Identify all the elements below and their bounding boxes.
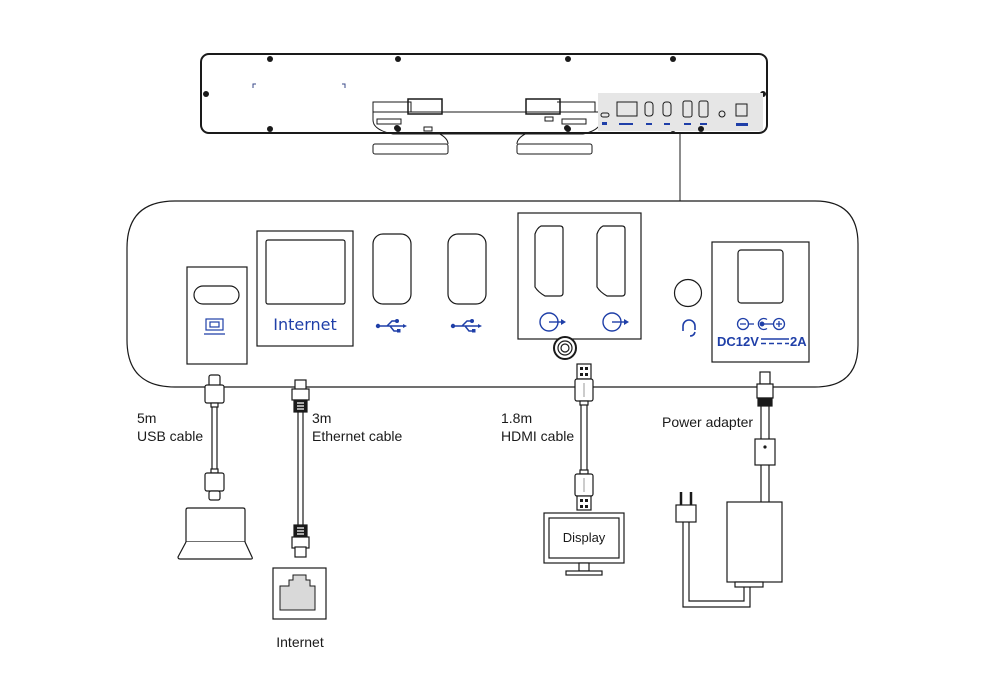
port-panel: Internet: [126, 200, 859, 388]
hdmi-cable: [574, 363, 594, 511]
hdmi-locking-screw: [553, 336, 577, 360]
laptop-icon: [204, 318, 225, 335]
usb-cable-length: 5m: [137, 410, 156, 426]
usb-a-port-2[interactable]: [447, 233, 487, 333]
video-out-icon: [602, 312, 629, 332]
video-out-icon: [539, 312, 566, 332]
usb-a-port-1[interactable]: [372, 233, 412, 333]
power-adapter-label: Power adapter: [662, 414, 753, 430]
ethernet-cable-length: 3m: [312, 410, 331, 426]
usb-cable: [204, 374, 225, 501]
internet-label: Internet: [276, 634, 324, 650]
audio-jack[interactable]: [673, 278, 703, 337]
power-rating-label: DC12V: [717, 334, 759, 349]
ethernet-cable: [291, 379, 310, 558]
video-bar: [200, 53, 768, 155]
hdmi-port-1[interactable]: [534, 225, 566, 332]
power-current-label: 2A: [790, 334, 807, 349]
display-label: Display: [563, 530, 606, 545]
hdmi-cable-length: 1.8m: [501, 410, 532, 426]
mini-port-labels: [602, 122, 748, 126]
ethernet-port-label: Internet: [273, 315, 337, 334]
mini-ports: [600, 100, 748, 118]
hdmi-cable-label: HDMI cable: [501, 428, 574, 444]
headset-icon: [682, 319, 696, 337]
dc-symbol: [761, 338, 789, 345]
power-port[interactable]: DC12V 2A: [711, 241, 810, 363]
hdmi-ports: [517, 212, 642, 360]
polarity-icon: [736, 317, 786, 331]
ethernet-port[interactable]: Internet: [256, 230, 354, 347]
usb-icon: [375, 319, 407, 333]
hdmi-port-2[interactable]: [596, 225, 629, 332]
usb-icon: [450, 319, 482, 333]
display-icon: [543, 512, 625, 576]
ethernet-cable-label: Ethernet cable: [312, 428, 402, 444]
laptop-icon: [177, 507, 253, 560]
usb-cable-label: USB cable: [137, 428, 203, 444]
internet-wall-jack: [272, 567, 327, 620]
power-cable: [675, 371, 783, 608]
usb-pc-port[interactable]: [186, 266, 248, 365]
